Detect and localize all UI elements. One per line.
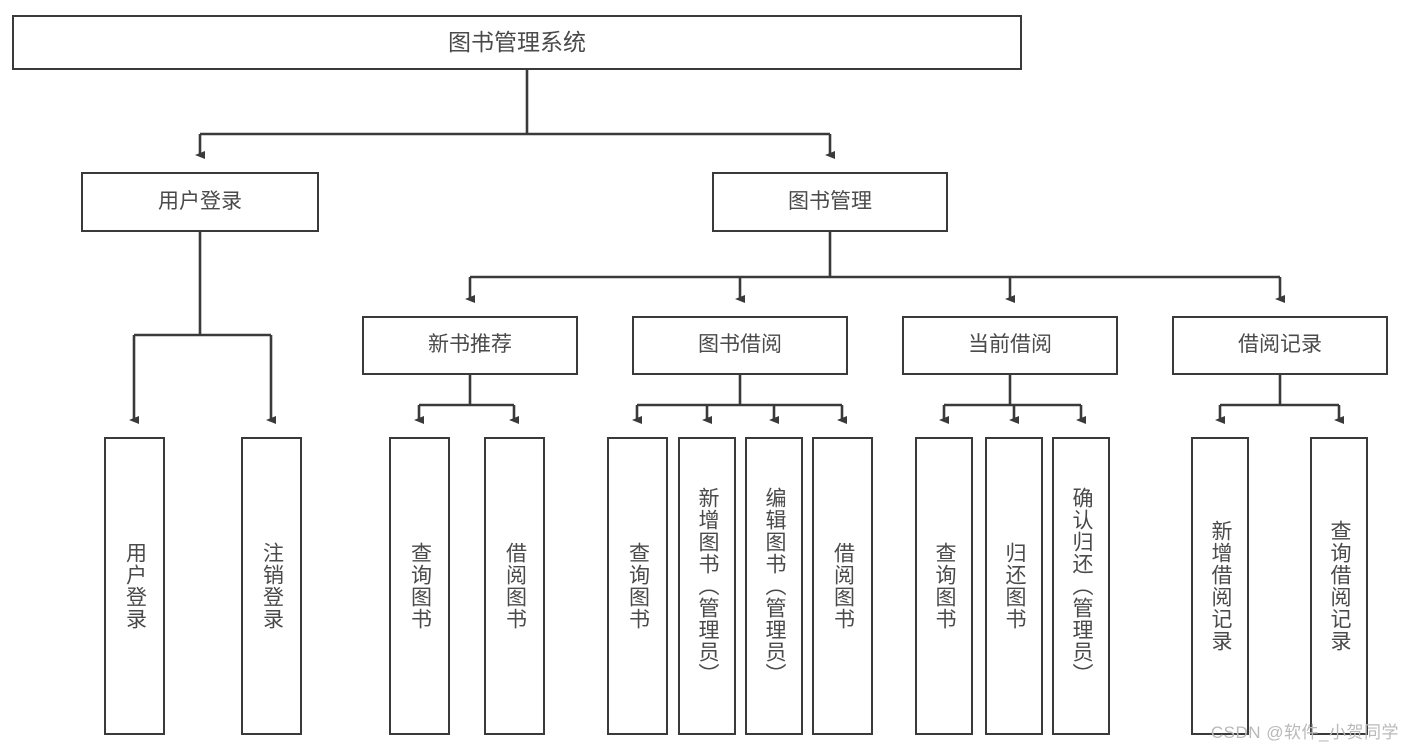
node-book-management-label: 图书管理	[788, 189, 872, 213]
node-leaf-borrow-book-2-label: 借阅图书	[831, 542, 855, 630]
node-leaf-add-book[interactable]: 新增图书（管理员）	[678, 437, 736, 735]
node-leaf-logout-label: 注销登录	[260, 542, 284, 630]
node-leaf-query-book-2-label: 查询图书	[626, 542, 650, 630]
node-leaf-logout[interactable]: 注销登录	[241, 437, 302, 735]
node-current-borrow[interactable]: 当前借阅	[902, 316, 1118, 375]
node-borrow-record-label: 借阅记录	[1238, 333, 1322, 357]
node-root-label: 图书管理系统	[448, 28, 586, 55]
node-leaf-query-book-3-label: 查询图书	[933, 542, 957, 630]
node-leaf-return-book[interactable]: 归还图书	[985, 437, 1043, 735]
node-leaf-query-book-1-label: 查询图书	[408, 542, 432, 630]
node-leaf-edit-book[interactable]: 编辑图书（管理员）	[745, 437, 803, 735]
node-borrow-record[interactable]: 借阅记录	[1172, 316, 1388, 375]
node-new-book-recommend-label: 新书推荐	[428, 333, 512, 357]
node-leaf-add-book-label: 新增图书（管理员）	[696, 487, 720, 685]
node-leaf-borrow-book-2[interactable]: 借阅图书	[812, 437, 873, 735]
node-book-borrow-label: 图书借阅	[698, 333, 782, 357]
node-leaf-query-book-1[interactable]: 查询图书	[389, 437, 450, 735]
node-book-borrow[interactable]: 图书借阅	[632, 316, 848, 375]
node-leaf-return-book-label: 归还图书	[1003, 542, 1027, 630]
node-user-login-label: 用户登录	[158, 189, 242, 213]
node-leaf-query-record[interactable]: 查询借阅记录	[1310, 437, 1368, 735]
node-leaf-user-login[interactable]: 用户登录	[104, 437, 165, 735]
node-leaf-edit-book-label: 编辑图书（管理员）	[763, 487, 787, 685]
node-leaf-borrow-book-1-label: 借阅图书	[503, 542, 527, 630]
node-leaf-borrow-book-1[interactable]: 借阅图书	[484, 437, 545, 735]
node-leaf-confirm-return-label: 确认归还（管理员）	[1070, 487, 1094, 685]
node-user-login[interactable]: 用户登录	[81, 172, 319, 232]
csdn-watermark: CSDN @软件_小贺同学	[1210, 723, 1399, 742]
node-leaf-add-record-label: 新增借阅记录	[1209, 520, 1233, 652]
node-leaf-confirm-return[interactable]: 确认归还（管理员）	[1052, 437, 1110, 735]
node-leaf-query-book-2[interactable]: 查询图书	[607, 437, 668, 735]
node-leaf-add-record[interactable]: 新增借阅记录	[1191, 437, 1249, 735]
node-book-management[interactable]: 图书管理	[712, 172, 948, 232]
node-leaf-query-book-3[interactable]: 查询图书	[915, 437, 973, 735]
node-current-borrow-label: 当前借阅	[968, 333, 1052, 357]
node-root[interactable]: 图书管理系统	[12, 15, 1022, 70]
node-leaf-user-login-label: 用户登录	[123, 542, 147, 630]
node-new-book-recommend[interactable]: 新书推荐	[362, 316, 578, 375]
node-leaf-query-record-label: 查询借阅记录	[1328, 520, 1352, 652]
